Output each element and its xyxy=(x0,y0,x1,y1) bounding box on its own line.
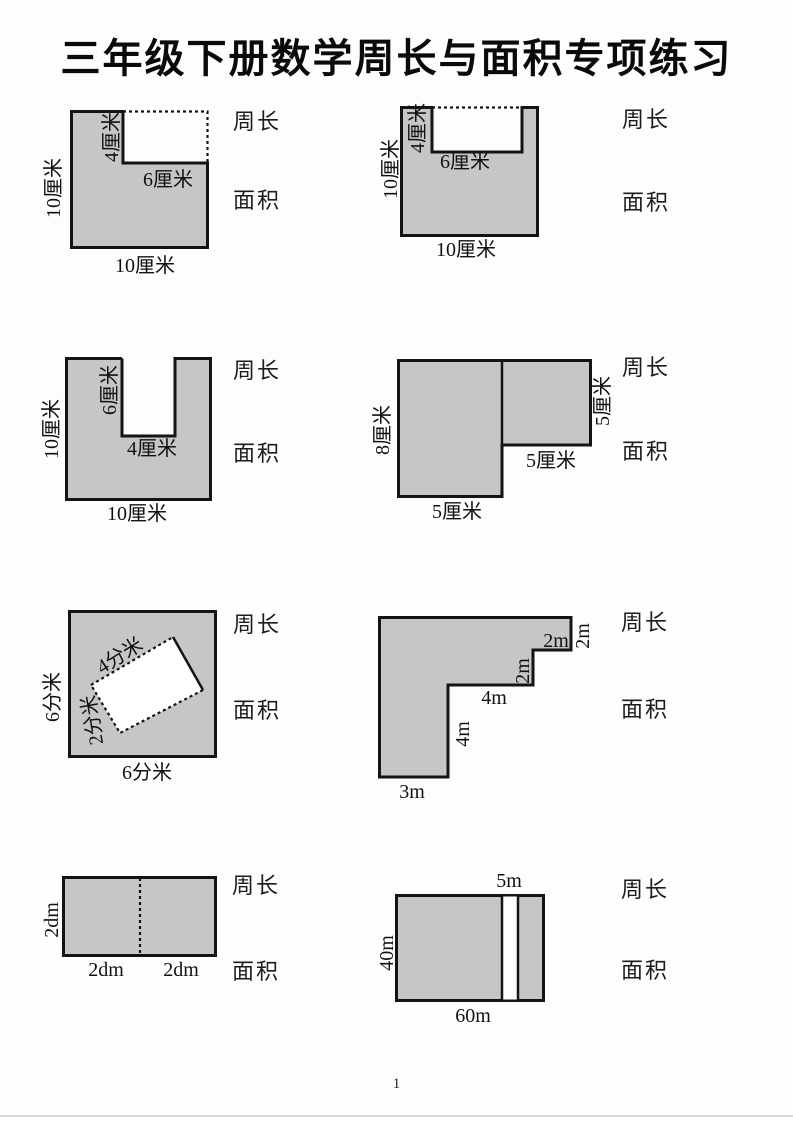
q4-outline xyxy=(397,359,592,498)
q1-label-side-bottom: 10厘米 xyxy=(115,255,175,277)
q8-label-side-left: 40m xyxy=(376,935,398,971)
q6-label-right-edge: 2m xyxy=(572,623,594,649)
q8-strip-edges xyxy=(500,895,520,1001)
q2-label-notch-width: 6厘米 xyxy=(440,151,490,173)
q4-shape xyxy=(397,359,592,498)
q1-label-notch-depth: 4厘米 xyxy=(101,112,123,162)
q7-label-bottom-left: 2dm xyxy=(88,959,124,981)
q4-label-left-height: 8厘米 xyxy=(372,405,394,455)
q3-shape xyxy=(65,357,212,501)
q1-solid-outline xyxy=(70,110,209,249)
q3-label-side-left: 10厘米 xyxy=(41,399,63,459)
q8-perimeter-label: 周长 xyxy=(620,877,670,902)
q6-shape xyxy=(378,616,573,779)
q6-label-mid-height: 4m xyxy=(452,721,474,747)
q7-label-side-left: 2dm xyxy=(41,902,63,938)
page-title: 三年级下册数学周长与面积专项练习 xyxy=(60,37,733,81)
q2-area-label: 面积 xyxy=(621,190,671,215)
q3-label-notch-width: 4厘米 xyxy=(127,438,177,460)
q5-area-label: 面积 xyxy=(232,698,282,723)
q3-solid-outline xyxy=(65,357,212,501)
q3-perimeter-label: 周长 xyxy=(232,358,282,383)
q8-path-strip xyxy=(502,896,518,1000)
q4-label-left-bottom: 5厘米 xyxy=(432,501,482,523)
q7-label-bottom-right: 2dm xyxy=(163,959,199,981)
q1-label-notch-width: 6厘米 xyxy=(143,169,193,191)
q4-label-right-bottom: 5厘米 xyxy=(526,450,576,472)
q7-perimeter-label: 周长 xyxy=(231,873,281,898)
q2-solid-outline xyxy=(400,106,539,237)
page-bottom-divider xyxy=(0,1115,793,1117)
q1-label-side-left: 10厘米 xyxy=(43,158,65,218)
q6-label-step-mid: 2m xyxy=(512,658,534,684)
q5-label-side-left: 6分米 xyxy=(42,672,64,722)
q6-label-mid-width: 4m xyxy=(481,687,507,709)
q4-label-right-height: 5厘米 xyxy=(592,376,614,426)
q2-perimeter-label: 周长 xyxy=(621,107,671,132)
q1-dashed-outline xyxy=(123,110,209,163)
q5-perimeter-label: 周长 xyxy=(232,612,282,637)
q1-perimeter-label: 周长 xyxy=(232,109,282,134)
q3-fill xyxy=(66,358,211,500)
q4-perimeter-label: 周长 xyxy=(621,355,671,380)
q4-area-label: 面积 xyxy=(621,439,671,464)
q1-shape xyxy=(70,110,209,249)
q2-shape xyxy=(400,106,539,237)
q5-label-side-bottom: 6分米 xyxy=(122,762,172,784)
q6-label-bottom: 3m xyxy=(399,781,425,803)
page-number: 1 xyxy=(392,1076,401,1092)
q8-area-label: 面积 xyxy=(620,958,670,983)
q6-outline xyxy=(378,616,573,779)
q7-shape xyxy=(62,876,217,957)
q2-label-side-bottom: 10厘米 xyxy=(436,239,496,261)
q1-fill xyxy=(71,111,208,248)
q5-inner-rect-dashed xyxy=(89,635,205,735)
q5-inner-rect-solid-edge xyxy=(171,636,205,691)
q3-area-label: 面积 xyxy=(232,441,282,466)
q1-area-label: 面积 xyxy=(232,188,282,213)
q7-area-label: 面积 xyxy=(231,959,281,984)
q6-perimeter-label: 周长 xyxy=(620,610,670,635)
q3-label-side-bottom: 10厘米 xyxy=(107,503,167,525)
q2-fill xyxy=(401,107,538,236)
q8-label-side-bottom: 60m xyxy=(455,1005,491,1027)
q8-rect xyxy=(395,894,545,1002)
q2-label-notch-depth: 4厘米 xyxy=(407,103,429,153)
q6-area-label: 面积 xyxy=(620,697,670,722)
q2-label-side-left: 10厘米 xyxy=(380,139,402,199)
q6-label-step-top: 2m xyxy=(543,630,569,652)
q8-shape xyxy=(395,894,545,1002)
q8-label-strip-width: 5m xyxy=(496,870,522,892)
q5-shape xyxy=(68,610,217,758)
q3-label-notch-depth: 6厘米 xyxy=(99,365,121,415)
